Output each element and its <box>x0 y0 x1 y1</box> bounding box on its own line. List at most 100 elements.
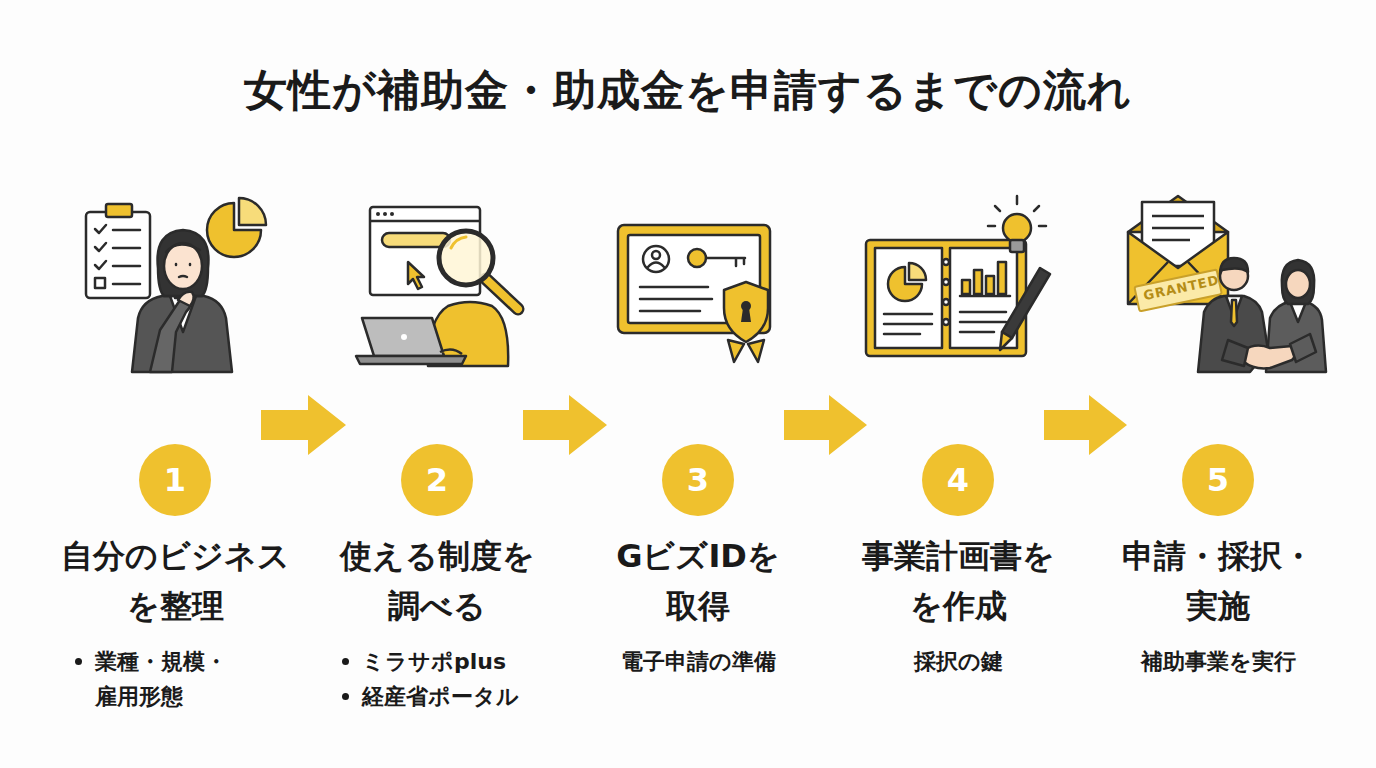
notebook-icon <box>866 240 1026 356</box>
note-row: 補助事業を実行 <box>1088 644 1348 679</box>
laptop-logo <box>401 334 407 340</box>
step-notes: ミラサポplus経産省ポータル <box>342 644 572 714</box>
text-line <box>884 323 932 326</box>
step-heading: 使える制度を 調べる <box>322 531 552 631</box>
check-line <box>113 229 140 232</box>
flow-arrow <box>523 395 607 455</box>
text-line <box>640 298 712 301</box>
avatar-ring <box>643 246 669 272</box>
key-blade <box>706 258 745 266</box>
step-number: 1 <box>139 444 211 516</box>
clipboard-board <box>86 212 150 298</box>
shaking-hands <box>1244 345 1296 368</box>
notebook-cover <box>866 240 1026 356</box>
bulb-ray <box>1016 196 1019 204</box>
text-line <box>640 286 708 289</box>
step-number: 4 <box>922 444 994 516</box>
text-line <box>960 311 1006 314</box>
step-notes: 電子申請の準備 <box>568 644 828 679</box>
step-note: 補助事業を実行 <box>1141 644 1296 679</box>
hand-on-chin <box>178 292 194 306</box>
laptop-base <box>356 356 466 364</box>
searching-person <box>356 302 508 366</box>
bulb-ray <box>1039 225 1046 228</box>
step-heading: 申請・採択・ 実施 <box>1103 531 1333 631</box>
light-bulb-icon <box>988 196 1046 252</box>
step-notes: 採択の鍵 <box>828 644 1088 679</box>
note-row: 経産省ポータル <box>342 679 572 714</box>
flow-arrow <box>784 395 867 455</box>
mouth <box>179 276 187 277</box>
ribbon-tails <box>728 340 764 362</box>
fringe <box>166 244 200 252</box>
pie-slice <box>239 198 266 225</box>
browser-dot <box>376 212 380 216</box>
flow-arrow <box>261 395 346 455</box>
step-heading: GビズIDを 取得 <box>608 531 788 631</box>
man-sleeve <box>1222 340 1248 366</box>
step-note: 採択の鍵 <box>914 644 1003 679</box>
step-note: 電子申請の準備 <box>621 644 776 679</box>
spiral-ring <box>943 319 949 325</box>
text-line <box>960 321 1006 324</box>
diagram-title: 女性が補助金・助成金を申請するまでの流れ <box>0 62 1376 118</box>
key-bow <box>688 249 706 267</box>
check-line <box>113 247 140 250</box>
clipboard-clip <box>106 204 132 217</box>
bulb-glass <box>1003 214 1031 242</box>
text-line <box>884 313 932 316</box>
text-line <box>884 333 920 336</box>
chart-bar <box>986 276 994 294</box>
text-line <box>1152 239 1190 242</box>
envelope-icon <box>1128 196 1228 304</box>
step-notes: 補助事業を実行 <box>1088 644 1348 679</box>
check-mark <box>95 243 106 251</box>
raised-arm <box>150 296 191 372</box>
check-line <box>113 265 140 268</box>
text-line <box>640 310 700 313</box>
man-tie <box>1231 300 1237 326</box>
check-box <box>95 278 105 288</box>
woman-sleeve <box>1290 334 1316 362</box>
bullet-dot <box>75 658 82 665</box>
magnifier-handle <box>486 279 518 309</box>
text-line <box>1152 215 1204 218</box>
keyhole-slot <box>741 308 751 322</box>
face <box>164 243 202 289</box>
step-circle: 2使える制度を 調べるミラサポplus経産省ポータル <box>401 444 473 516</box>
note-row: 電子申請の準備 <box>568 644 828 679</box>
note-row: ミラサポplus <box>342 644 572 679</box>
step-note: 経産省ポータル <box>362 679 519 714</box>
pen-icon <box>1000 268 1050 350</box>
step-notes: 業種・規模・ 雇用形態 <box>75 644 265 714</box>
bulb-ray <box>1034 206 1039 211</box>
chart-bar <box>974 270 982 294</box>
avatar-head <box>652 251 660 259</box>
step-circle: 4事業計画書を を作成採択の鍵 <box>922 444 994 516</box>
step-circle: 1自分のビジネス を整理業種・規模・ 雇用形態 <box>139 444 211 516</box>
note-row: 業種・規模・ 雇用形態 <box>75 644 265 714</box>
woman-face <box>1286 270 1310 298</box>
check-line <box>113 283 140 286</box>
step-number: 3 <box>662 444 734 516</box>
laptop-screen <box>362 318 444 356</box>
pen-tip <box>1000 332 1012 350</box>
bullet-dot <box>342 658 349 665</box>
woman-hair <box>1282 260 1314 304</box>
flow-arrow <box>1044 395 1127 455</box>
step-heading: 自分のビジネス を整理 <box>50 531 300 631</box>
step-note: 業種・規模・ 雇用形態 <box>95 644 265 714</box>
avatar-body <box>648 263 664 268</box>
shield <box>724 282 768 342</box>
browser-bar <box>370 220 480 223</box>
certificate-frame <box>618 225 770 333</box>
lens-glint <box>451 237 466 248</box>
handle-outline <box>486 279 518 309</box>
step-circle: 5申請・採択・ 実施補助事業を実行 <box>1182 444 1254 516</box>
typing-hand <box>440 349 462 354</box>
step-number: 5 <box>1182 444 1254 516</box>
chart-bar <box>998 262 1006 294</box>
step-note: ミラサポplus <box>362 644 506 679</box>
